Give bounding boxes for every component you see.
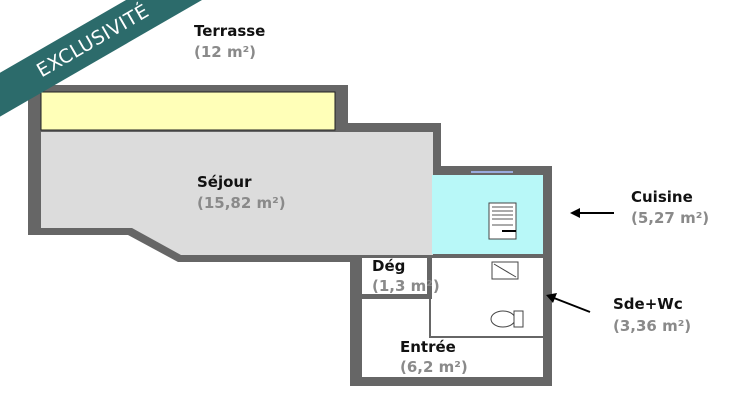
room-name-sejour: Séjour <box>197 173 252 191</box>
toilet-icon <box>490 310 524 328</box>
room-name-deg: Dég <box>372 257 406 275</box>
room-name-entree: Entrée <box>400 338 456 356</box>
arrow-icon <box>570 208 614 218</box>
room-name-cuisine: Cuisine <box>631 188 693 206</box>
room-area-deg: (1,3 m²) <box>372 277 440 295</box>
room-area-entree: (6,2 m²) <box>400 358 468 376</box>
room-area-sejour: (15,82 m²) <box>197 194 286 212</box>
shower-icon <box>491 261 519 280</box>
arrow-icon <box>546 293 591 313</box>
room-area-cuisine: (5,27 m²) <box>631 209 710 227</box>
stove-icon <box>488 202 517 240</box>
room-name-terrasse: Terrasse <box>194 22 266 40</box>
room-area-terrasse: (12 m²) <box>194 43 257 61</box>
deg-floor <box>362 258 427 294</box>
sejour-floor <box>41 132 433 255</box>
terrasse-floor <box>40 91 336 131</box>
cuisine-floor <box>432 175 543 254</box>
room-area-sde: (3,36 m²) <box>613 317 692 335</box>
room-name-sde: Sde+Wc <box>613 295 683 313</box>
